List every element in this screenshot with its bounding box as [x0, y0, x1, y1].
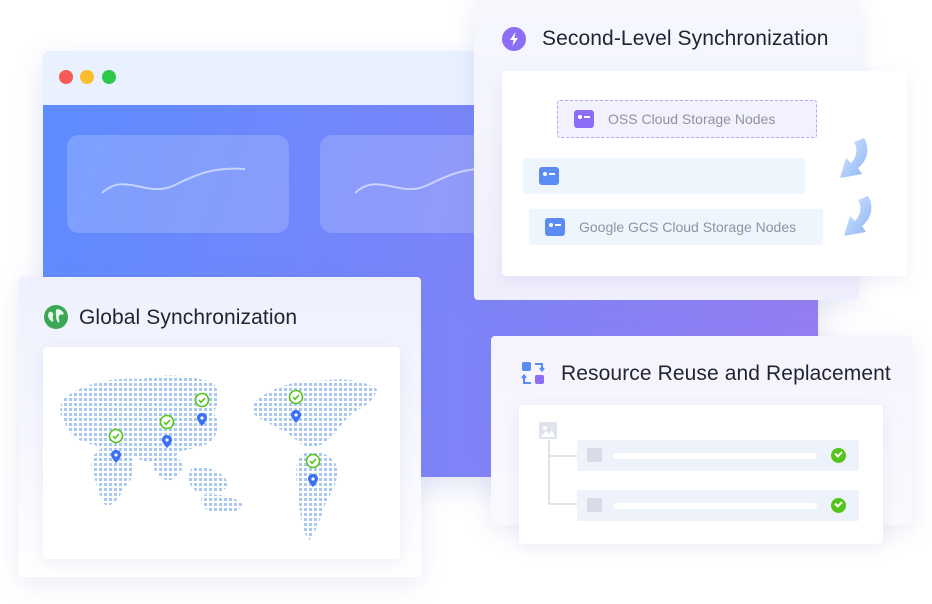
- global-sync-title: Global Synchronization: [79, 306, 298, 329]
- tree-connector: [548, 440, 577, 505]
- lightning-icon: [502, 27, 526, 51]
- resource-row[interactable]: [577, 490, 859, 521]
- globe-icon: [44, 305, 68, 329]
- server-icon: [545, 218, 565, 236]
- world-dot-map: [60, 375, 377, 541]
- gcs-node-row[interactable]: Google GCS Cloud Storage Nodes: [529, 209, 823, 245]
- server-icon: [574, 110, 594, 128]
- placeholder-tile: [67, 135, 289, 233]
- wave-icon: [101, 167, 246, 194]
- replace-icon: [521, 361, 546, 386]
- oss-node-row[interactable]: OSS Cloud Storage Nodes: [557, 100, 817, 138]
- image-icon: [587, 498, 602, 512]
- second-level-title: Second-Level Synchronization: [542, 27, 829, 50]
- sync-check-markers: [108, 389, 321, 469]
- image-icon: [587, 448, 602, 462]
- server-icon: [539, 167, 559, 185]
- image-icon: [539, 422, 557, 439]
- maximize-dot[interactable]: [102, 70, 116, 84]
- check-icon: [831, 498, 846, 513]
- resource-bar: [613, 453, 817, 459]
- minimize-dot[interactable]: [80, 70, 94, 84]
- gcs-node-label: Google GCS Cloud Storage Nodes: [579, 219, 797, 235]
- resource-title: Resource Reuse and Replacement: [561, 362, 891, 385]
- flow-arrows-icon: [840, 138, 872, 236]
- close-dot[interactable]: [59, 70, 73, 84]
- resource-bar: [613, 503, 817, 509]
- wave-icon: [354, 167, 499, 194]
- empty-node-row[interactable]: [523, 158, 805, 194]
- resource-row[interactable]: [577, 440, 859, 471]
- check-icon: [831, 448, 846, 463]
- oss-node-label: OSS Cloud Storage Nodes: [608, 111, 776, 127]
